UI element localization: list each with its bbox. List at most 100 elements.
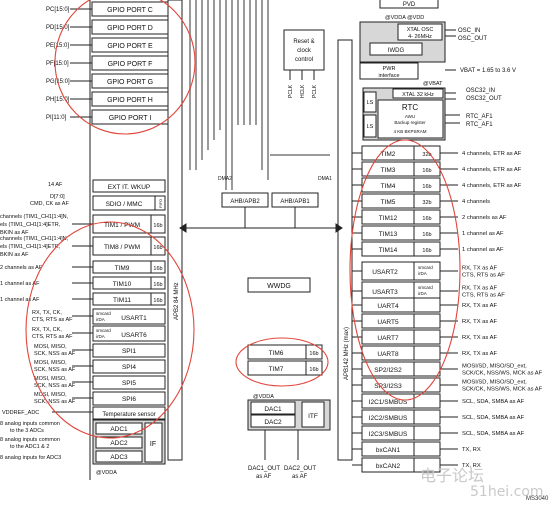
apb1-smcard: smcard bbox=[418, 265, 433, 270]
apb1-smcard: smcard bbox=[418, 285, 433, 290]
itf-label: ITF bbox=[308, 413, 318, 420]
spi1-pin-1: SCK, NSS as AF bbox=[34, 351, 76, 357]
tim11-block-pin-0: 1 channel as AF bbox=[0, 297, 40, 303]
xtal-osc bbox=[397, 23, 443, 41]
gpio-port-label: GPIO PORT D bbox=[107, 25, 153, 32]
backup-register-label: Backup register bbox=[394, 120, 426, 125]
red-annotations bbox=[25, 0, 461, 439]
figure-id: MS3040 bbox=[526, 496, 549, 502]
apb1-block-label: TIM14 bbox=[379, 247, 398, 254]
spi1-label: SPI1 bbox=[122, 348, 136, 355]
reset-label-2: clock bbox=[297, 48, 312, 54]
reset-label-3: control bbox=[295, 57, 313, 63]
iwdg-block bbox=[369, 42, 423, 56]
adc2-label: ADC2 bbox=[110, 440, 128, 447]
spi6-pin-0: MOSI, MISO, bbox=[34, 392, 67, 398]
apb1-block-cell bbox=[413, 313, 441, 329]
adc-pin-2a: 8 analog inputs common bbox=[0, 437, 60, 443]
apb1-pin-label: TX, RX bbox=[462, 447, 481, 453]
vbat-pin: VBAT = 1.65 to 3.6 V bbox=[460, 68, 516, 74]
usart6-irda: irDA bbox=[96, 334, 105, 339]
rtc-af1b-pin: RTC_AF1 bbox=[466, 122, 493, 128]
dac1-block bbox=[250, 401, 296, 415]
tim1-pwm-block-pin-1: els (TIM1_CH1[1:4]ETR, bbox=[0, 222, 61, 228]
ls-label-1: LS bbox=[367, 100, 374, 106]
reset-label-1: Reset & bbox=[293, 39, 314, 45]
apb1-pin-label: 4 channels bbox=[462, 199, 490, 205]
apb1-block-label: I2C3/SMBUS bbox=[369, 431, 408, 438]
apb1-block-cell bbox=[413, 441, 441, 457]
apb1-block-label: UART4 bbox=[377, 303, 399, 310]
apb1-block-width: 16b bbox=[422, 248, 431, 254]
pwr-interface bbox=[359, 62, 419, 80]
watermark-cn: 电子论坛 bbox=[420, 466, 485, 485]
gpio-port-label: GPIO PORT C bbox=[107, 7, 153, 14]
apb1-pin-label: SCK/CK, NSS/WS, MCK as AF bbox=[462, 387, 543, 393]
adc-vdda-label: @VDDA bbox=[96, 470, 117, 476]
apb1-block-cell bbox=[413, 297, 441, 313]
pvd-block bbox=[379, 0, 439, 9]
gpio-port-label: GPIO PORT G bbox=[107, 79, 153, 86]
apb1-block-width: 16b bbox=[422, 184, 431, 190]
usart1-pin-0: RX, TX, CK, bbox=[32, 310, 62, 316]
gpio-pin-label: PI[11:0] bbox=[46, 115, 67, 121]
xtal-label-2: 4- 26MHz bbox=[408, 34, 432, 40]
xtal-label-1: XTAL OSC bbox=[407, 27, 434, 33]
apb1-block-label: I2C1/SMBUS bbox=[369, 399, 408, 406]
ahb-apb2-label: AHB/APB2 bbox=[230, 199, 260, 205]
spi4-label: SPI4 bbox=[122, 364, 136, 371]
tim7-label: TIM7 bbox=[269, 366, 284, 373]
tim10-block-width-cell bbox=[150, 276, 166, 290]
bkpsram-label: 4 KB BKPSRAM bbox=[393, 129, 426, 134]
sdio-label: SDIO / MMC bbox=[106, 201, 143, 208]
tim10-block-pin-0: 1 channel as AF bbox=[0, 281, 40, 287]
apb1-pin-label: MOSI/SD, MISO/SD_ext, bbox=[462, 380, 527, 386]
apb1-pin-label: RX, TX as AF bbox=[462, 319, 497, 325]
dac1-out-label-1: DAC1_OUT bbox=[248, 466, 280, 472]
apb1-pin-label: SCL, SDA, SMBA as AF bbox=[462, 431, 525, 437]
osc-in-pin: OSC_IN bbox=[458, 28, 480, 34]
xtal32-label: XTAL 32 kHz bbox=[402, 92, 434, 98]
gpio-pin-label: PC[15:0] bbox=[46, 7, 70, 13]
apb1-block-label: I2C2/SMBUS bbox=[369, 415, 408, 422]
apb1-pin-label: SCL, SDA, SMBA as AF bbox=[462, 399, 525, 405]
apb1-pin-label: TX, RX bbox=[462, 463, 481, 469]
tim8-pwm-block-width: 16b bbox=[153, 245, 162, 251]
xtal32-block bbox=[392, 88, 444, 99]
dma2-label: DMA2 bbox=[218, 176, 232, 182]
tim8-pwm-block-pin-2: BKIN as AF bbox=[0, 252, 29, 258]
adc1-block bbox=[95, 422, 143, 435]
tim10-block-width: 16b bbox=[153, 282, 162, 288]
tim11-block-width-cell bbox=[150, 292, 166, 306]
apb1-irda: irDA bbox=[418, 271, 427, 276]
gpio-port-label: GPIO PORT E bbox=[107, 43, 153, 50]
apb1-block-cell bbox=[413, 345, 441, 361]
tim7-width-cell bbox=[305, 360, 323, 376]
apb1-block-label: SP2/I2S2 bbox=[374, 367, 402, 374]
apb1-pin-label: RX, TX as AF bbox=[462, 351, 497, 357]
apb1-pin-label: RX, TX as AF bbox=[462, 335, 497, 341]
apb1-block-label: TIM3 bbox=[381, 167, 396, 174]
apb1-block-label: SP3/I2S3 bbox=[374, 383, 402, 390]
spi4-pin-1: SCK, NSS as AF bbox=[34, 367, 76, 373]
pwr-label-1: PWR bbox=[383, 66, 396, 72]
dac2-label: DAC2 bbox=[264, 419, 282, 426]
ext-it-wkup bbox=[92, 179, 166, 193]
apb1-block-label: TIM2 bbox=[381, 151, 396, 158]
apb1-pin-label: RX, TX as AF bbox=[462, 303, 497, 309]
apb1-block-label: USART2 bbox=[372, 269, 398, 276]
gpio-pin-label: PF[15:0] bbox=[46, 61, 69, 67]
sdio-fifo bbox=[154, 195, 166, 211]
gpio-port-list: GPIO PORT CPC[15:0]GPIO PORT DPD[15:0]GP… bbox=[46, 1, 169, 125]
tim8-pwm-block-width-cell bbox=[150, 236, 166, 256]
iwdg-label: IWDG bbox=[388, 48, 405, 54]
apb1-block-cell bbox=[413, 409, 441, 425]
ext-pin-2: CMD, CK as AF bbox=[30, 201, 69, 207]
apb1-block-width: 16b bbox=[422, 168, 431, 174]
rtc-label: RTC bbox=[402, 103, 419, 112]
tim1-pwm-block-width-cell bbox=[150, 214, 166, 234]
apb1-block-label: UART8 bbox=[377, 351, 399, 358]
tim1-pwm-block-label: TIM1 / PWM bbox=[104, 222, 140, 229]
tim6-width: 16b bbox=[309, 351, 318, 357]
